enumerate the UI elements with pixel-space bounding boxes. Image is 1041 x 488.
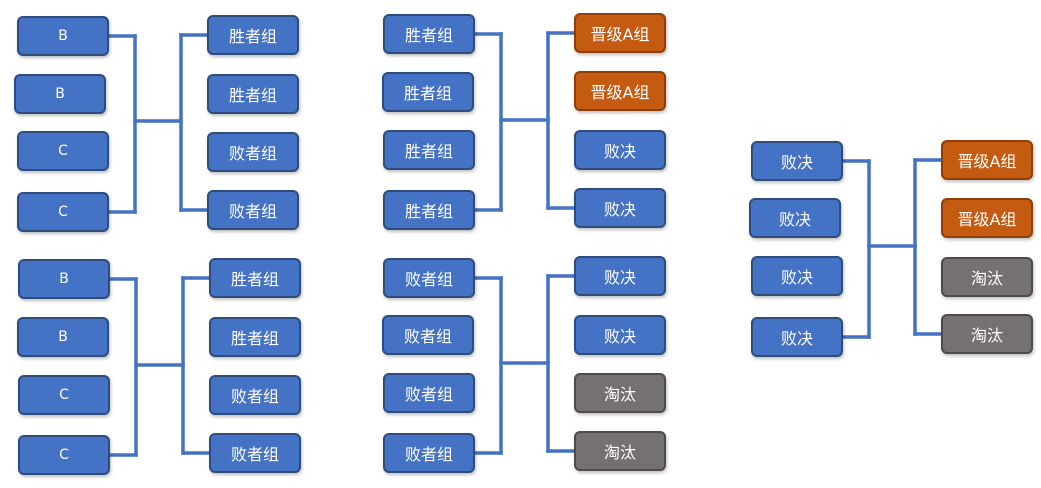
bracket-3-input-node: 败者组 (383, 258, 475, 298)
bracket-0-input-node: B (17, 16, 109, 56)
bracket-0-output-node: 胜者组 (207, 15, 299, 55)
bracket-4-input-node: 败决 (749, 198, 841, 238)
bracket-0-output-node: 胜者组 (207, 74, 299, 114)
bracket-1-output-node: 败者组 (209, 375, 301, 415)
bracket-3-output-node: 败决 (574, 315, 666, 355)
bracket-0-input-node: C (17, 192, 109, 232)
bracket-3-input-node: 败者组 (383, 433, 475, 473)
bracket-0-input-node: C (17, 131, 109, 171)
bracket-3-output-node: 淘汰 (574, 373, 666, 413)
bracket-2-output-node: 败决 (574, 188, 666, 228)
bracket-1-input-node: C (18, 375, 110, 415)
bracket-4-output-node: 晋级A组 (941, 140, 1033, 180)
bracket-4-input-node: 败决 (751, 141, 843, 181)
bracket-1-output-node: 败者组 (209, 433, 301, 473)
bracket-2-output-node: 败决 (574, 130, 666, 170)
bracket-4-output-node: 淘汰 (941, 314, 1033, 354)
bracket-3-input-node: 败者组 (383, 373, 475, 413)
bracket-2-output-node: 晋级A组 (574, 13, 666, 53)
bracket-4-input-node: 败决 (751, 317, 843, 357)
bracket-1-output-node: 胜者组 (209, 258, 301, 298)
bracket-3-input-node: 败者组 (382, 315, 474, 355)
bracket-4-output-node: 晋级A组 (941, 198, 1033, 238)
bracket-2-input-node: 胜者组 (383, 14, 475, 54)
bracket-1-input-node: B (17, 317, 109, 357)
bracket-3-output-node: 淘汰 (574, 431, 666, 471)
bracket-2-input-node: 胜者组 (383, 190, 475, 230)
bracket-1-input-node: B (18, 259, 110, 299)
bracket-4-output-node: 淘汰 (941, 257, 1033, 297)
bracket-0-input-node: B (14, 74, 106, 114)
bracket-0-output-node: 败者组 (207, 190, 299, 230)
bracket-1-output-node: 胜者组 (209, 317, 301, 357)
bracket-3-output-node: 败决 (574, 256, 666, 296)
bracket-1-input-node: C (18, 435, 110, 475)
bracket-2-input-node: 胜者组 (382, 72, 474, 112)
bracket-4-input-node: 败决 (751, 256, 843, 296)
bracket-2-input-node: 胜者组 (383, 130, 475, 170)
bracket-0-output-node: 败者组 (207, 132, 299, 172)
bracket-2-output-node: 晋级A组 (574, 71, 666, 111)
